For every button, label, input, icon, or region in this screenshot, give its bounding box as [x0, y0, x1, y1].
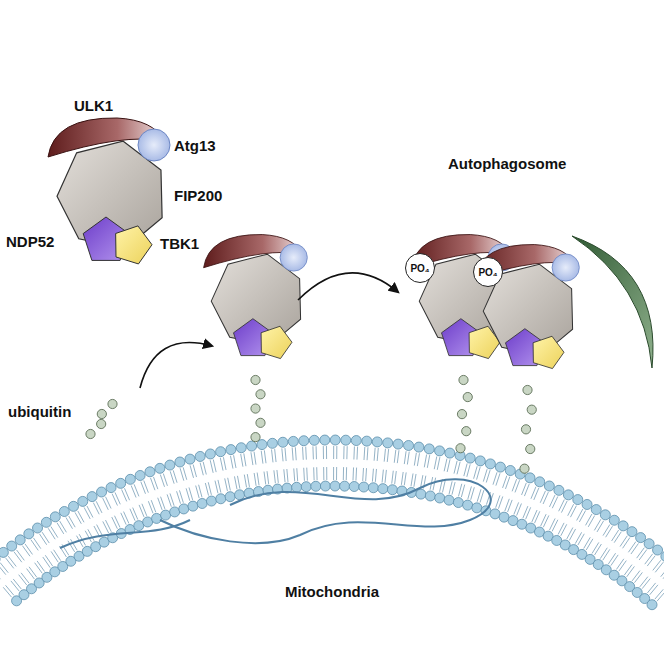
protein-label: Autophagosome — [448, 156, 566, 173]
phosphate-label: PO₄ — [478, 267, 497, 278]
step-arrow — [298, 273, 398, 300]
ubiquitin-chains — [86, 375, 536, 473]
protein-label: ULK1 — [74, 98, 113, 115]
protein-label: NDP52 — [6, 234, 54, 251]
protein-label: Mitochondria — [285, 584, 379, 601]
autophagosome-membrane — [572, 236, 653, 368]
protein-label: ubiquitin — [8, 404, 71, 421]
membrane-bilayer — [0, 435, 664, 610]
protein-label: FIP200 — [174, 188, 222, 205]
phosphate-circle: PO₄ — [473, 257, 503, 287]
protein-label: TBK1 — [160, 236, 199, 253]
protein-label: Atg13 — [174, 138, 216, 155]
step-arrow — [140, 343, 212, 388]
phosphate-circle: PO₄ — [405, 253, 435, 283]
phosphate-label: PO₄ — [410, 263, 429, 274]
cristae-line — [60, 520, 190, 548]
protein-complexes — [48, 118, 579, 369]
cristae-line — [160, 479, 491, 543]
